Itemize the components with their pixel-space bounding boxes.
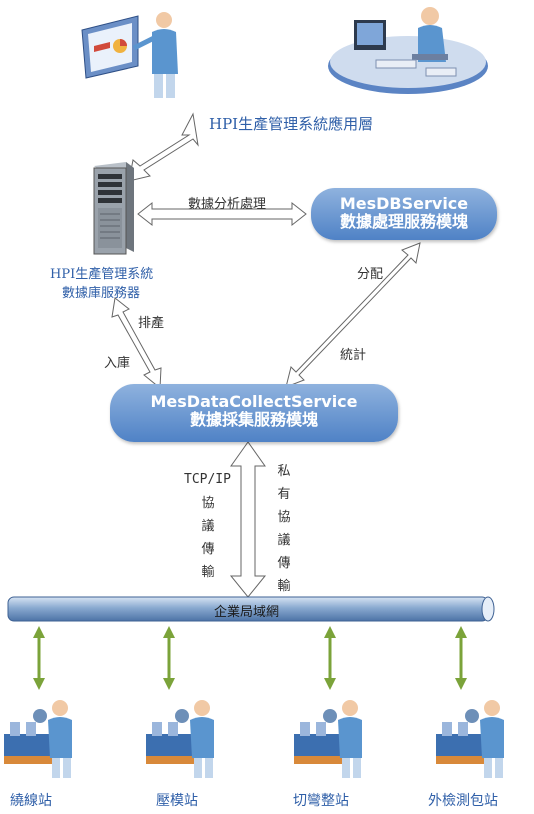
private-char: 議 <box>277 533 291 548</box>
edge-label-store: 入庫 <box>104 356 131 371</box>
factory-worker-icon <box>146 700 214 778</box>
tcpip-vertical-text: 協 議 傳 輸 <box>200 492 216 584</box>
edge-label-stats: 統計 <box>340 348 367 363</box>
app-layer-label: HPI生產管理系統應用層 <box>209 115 374 133</box>
private-char: 私 <box>277 464 291 479</box>
db-server-label-1: HPI生產管理系統 <box>50 267 154 282</box>
lan-label: 企業局域網 <box>214 605 280 620</box>
presenter-icon <box>81 12 178 98</box>
arrow-collect-lan <box>229 441 267 598</box>
factory-worker-icon <box>294 700 362 778</box>
collect-service-node: MesDataCollectService 數據採集服務模塊 <box>110 384 398 442</box>
private-protocol-vertical-text: 私 有 協 議 傳 輸 <box>276 460 292 598</box>
mesdb-service-node: MesDBService 數據處理服務模塊 <box>311 188 497 240</box>
factory-worker-icon <box>436 700 504 778</box>
station-arrows <box>33 626 467 690</box>
edge-label-tcpip: TCP/IP <box>184 472 231 487</box>
station-label: 繞線站 <box>10 793 52 809</box>
private-char: 有 <box>277 487 291 502</box>
tcpip-char: 議 <box>201 519 215 534</box>
db-server-label-2: 數據庫服務器 <box>62 286 141 301</box>
factory-worker-icon <box>4 700 72 778</box>
tcpip-char: 傳 <box>201 542 215 557</box>
mesdb-title: MesDBService <box>339 194 469 213</box>
arrow-app-server <box>128 112 199 182</box>
edge-label-distribute: 分配 <box>357 267 384 282</box>
lan-pipe <box>7 596 495 622</box>
mesdb-subtitle: 數據處理服務模塊 <box>339 212 468 231</box>
tcpip-char: 輸 <box>201 565 215 580</box>
edge-label-schedule: 排產 <box>138 316 165 331</box>
station-label: 壓模站 <box>156 793 198 809</box>
collect-subtitle: 數據採集服務模塊 <box>189 410 318 429</box>
station-label: 外檢測包站 <box>428 793 498 809</box>
collect-title: MesDataCollectService <box>150 392 358 411</box>
tcpip-char: 協 <box>201 496 215 511</box>
private-char: 傳 <box>277 556 291 571</box>
private-char: 協 <box>277 510 291 525</box>
desk-workstation-icon <box>328 7 488 94</box>
arrow-mesdb-collect <box>285 242 421 388</box>
edge-label-analysis: 數據分析處理 <box>188 197 267 212</box>
server-tower-icon <box>93 162 134 255</box>
station-label: 切彎整站 <box>293 793 349 809</box>
private-char: 輸 <box>277 579 291 594</box>
arrow-server-mesdb <box>137 201 307 227</box>
